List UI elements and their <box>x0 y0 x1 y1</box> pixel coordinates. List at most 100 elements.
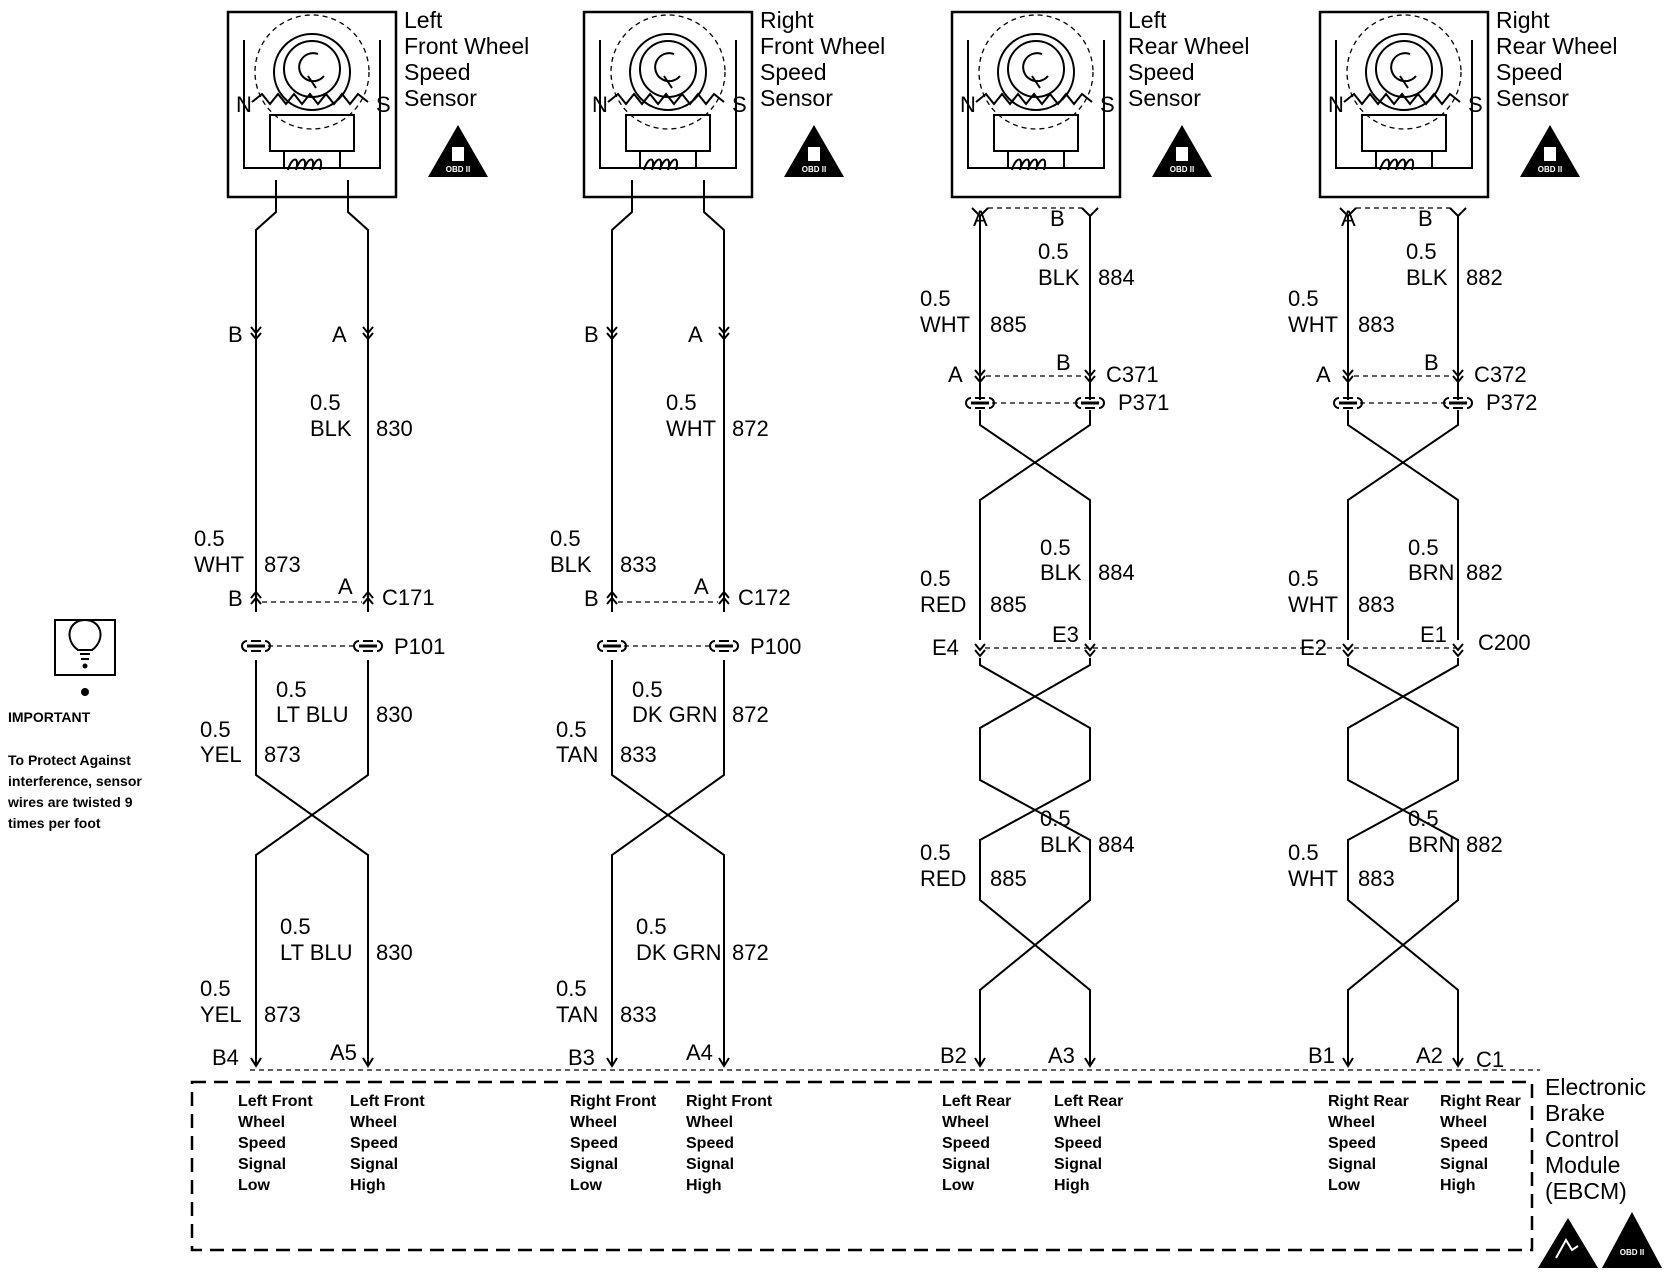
sensor-pin-b-label: B <box>1050 206 1065 231</box>
circuit-number-label: 872 <box>732 940 769 965</box>
plug-label: P101 <box>394 634 445 659</box>
circuit-number-label: 873 <box>264 742 301 767</box>
sensor-teeth <box>975 92 1093 106</box>
ebcm-signal-line: Wheel <box>1054 1114 1101 1131</box>
sensor-title-line: Right <box>1496 7 1550 33</box>
wire-color-label: WHT <box>920 312 970 337</box>
wire-color-label: BLK <box>550 552 592 577</box>
ebcm-signal-line: Left Rear <box>942 1093 1011 1110</box>
sensor-housing <box>1318 10 1490 199</box>
ebcm-pin-chevron-icon <box>1084 1057 1096 1068</box>
connector-pin-a-label: A <box>948 362 963 387</box>
wire-size-label: 0.5 <box>1288 566 1319 591</box>
ebcm-signal-line: Wheel <box>570 1114 617 1131</box>
c200-pin-label: E4 <box>932 635 959 660</box>
wire-size-label: 0.5 <box>1408 806 1439 831</box>
obd-roman-two <box>1176 147 1188 161</box>
plug-label: P371 <box>1118 390 1169 415</box>
sensor-title-line: Front Wheel <box>760 33 885 59</box>
ebcm-signal-line: Right Rear <box>1328 1093 1409 1110</box>
rotation-arrow-icon <box>654 52 681 89</box>
connector-label: C171 <box>382 585 435 610</box>
wire-size-label: 0.5 <box>1038 239 1069 264</box>
wire-color-label: DK GRN <box>636 940 722 965</box>
connector-pin-a-label: A <box>694 574 709 599</box>
ebcm-signal-line: Signal <box>1054 1156 1102 1173</box>
circuit-number-label: 885 <box>990 866 1027 891</box>
magnet-dashed-circle <box>978 14 1094 130</box>
pole-s-label: S <box>376 92 391 117</box>
circuit-number-label: 884 <box>1098 265 1135 290</box>
connector-pin-b-label: B <box>1056 350 1071 375</box>
important-line-4: times per foot <box>8 815 101 831</box>
circuit-number-label: 833 <box>620 1002 657 1027</box>
sensor-title-line: Rear Wheel <box>1128 33 1249 59</box>
wire-size-label: 0.5 <box>556 976 587 1001</box>
obd-roman-two <box>452 147 464 161</box>
wire-twist-4 <box>979 658 1091 885</box>
wire-size-label: 0.5 <box>920 566 951 591</box>
coil-winding-icon <box>1379 158 1414 171</box>
circuit-number-label: 882 <box>1466 560 1503 585</box>
wire-color-label: DK GRN <box>632 702 718 727</box>
c200-chevron-icon <box>1452 643 1464 657</box>
wire-twist-2 <box>255 660 369 1065</box>
tone-wheel-outer <box>629 33 707 111</box>
c200-connector-label: C200 <box>1478 630 1531 655</box>
wire-color-label: RED <box>920 866 966 891</box>
pole-s-label: S <box>1100 92 1115 117</box>
important-note: IMPORTANT To Protect Against interferenc… <box>7 618 142 831</box>
wire-color-label: WHT <box>1288 312 1338 337</box>
wire-color-label: LT BLU <box>280 940 353 965</box>
wire-size-label: 0.5 <box>1406 239 1437 264</box>
important-line-2: interference, sensor <box>8 773 142 789</box>
wire-twist-2 <box>1347 410 1459 640</box>
wire-twist-6 <box>979 885 1091 1065</box>
plug-label: P372 <box>1486 390 1537 415</box>
circuit-number-label: 830 <box>376 416 413 441</box>
obd-badge-icon: OBD II <box>428 125 488 177</box>
sensor-title-line: Speed <box>1496 59 1563 85</box>
ebcm-signal-line: Speed <box>1054 1135 1102 1152</box>
wire-color-label: BRN <box>1408 832 1454 857</box>
circuit-number-label: 883 <box>1358 592 1395 617</box>
wire-size-label: 0.5 <box>920 286 951 311</box>
ebcm-signal-line: Left Front <box>238 1093 313 1110</box>
sensor-title-line: Sensor <box>404 85 477 111</box>
important-line-1: To Protect Against <box>8 752 131 768</box>
ebcm-pin-chevron-icon <box>250 1057 262 1068</box>
ebcm-outline <box>190 1080 1534 1252</box>
wire-color-label: BLK <box>1038 265 1080 290</box>
wire-color-label: BLK <box>1040 560 1082 585</box>
magnet-dashed-circle <box>610 14 726 130</box>
tone-wheel-inner <box>639 40 697 98</box>
wire-color-label: BLK <box>310 416 352 441</box>
circuit-number-label: 884 <box>1098 832 1135 857</box>
ebcm-pin-chevron-icon <box>606 1057 618 1068</box>
ebcm-signal-line: Speed <box>942 1135 990 1152</box>
ebcm-signal-line: Right Rear <box>1440 1093 1521 1110</box>
sensor-pin-b-label: B <box>228 322 243 347</box>
ebcm-signal-line: Signal <box>1328 1156 1376 1173</box>
obd-badge-text: OBD II <box>446 165 470 174</box>
obd-roman-two <box>1544 147 1556 161</box>
circuit-number-label: 884 <box>1098 560 1135 585</box>
tone-wheel-outer <box>997 33 1075 111</box>
c200-pin-label: E3 <box>1052 622 1079 647</box>
ebcm-signal-line: Speed <box>1328 1135 1376 1152</box>
ebcm-signal-line: High <box>1054 1177 1090 1194</box>
ebcm-signal-line: Right Front <box>686 1093 773 1110</box>
plug-ear-icon <box>240 639 272 653</box>
wire-color-label: TAN <box>556 1002 598 1027</box>
ebcm-signal-line: Low <box>942 1177 975 1194</box>
sensor-pin-chevron-icon <box>1449 207 1467 218</box>
ebcm-title-4: Module <box>1545 1152 1620 1178</box>
